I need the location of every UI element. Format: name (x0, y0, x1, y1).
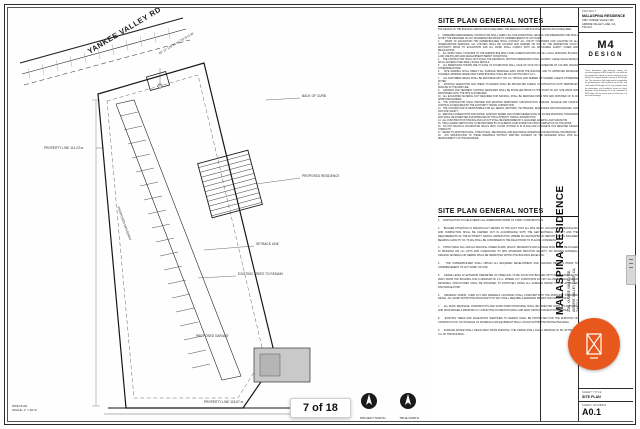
project-name-vertical: MALASPINA RESIDENCE (555, 185, 566, 315)
tb-sheet-title-label: SHEET TITLE (582, 390, 602, 394)
tb-disclaimer-text: These documents and drawings remain the … (585, 69, 628, 98)
tb-sheet-number-label: SHEET NUMBER (582, 404, 607, 407)
project-north-icon (361, 393, 377, 409)
project-north-label: PROJECT NORTH (360, 416, 386, 420)
slider-grip-line (629, 259, 633, 260)
tb-sheet-title-section: SHEET TITLE SITE PLAN (579, 387, 633, 402)
notes-bottom-title: SITE PLAN GENERAL NOTES (438, 208, 578, 217)
tb-sheet-title-value: SITE PLAN (582, 394, 601, 399)
annotation-property-line-east: PROPERTY LINE 118.57 m (204, 400, 244, 404)
true-north-label: TRUE NORTH (399, 416, 420, 420)
tb-project-name: MALASPINA RESIDENCE (582, 14, 626, 18)
stamp-mark-icon (586, 333, 602, 359)
annotation-proposed-garage: PROPOSED GARAGE (196, 334, 229, 338)
viewer-zoom-slider[interactable] (626, 255, 636, 285)
true-north-icon (400, 393, 417, 409)
page-indicator[interactable]: 7 of 18 (290, 398, 351, 418)
annotation-setback-line: SETBACK LINE (256, 242, 279, 246)
tb-bottom-group: SHEET TITLE SITE PLAN SHEET NUMBER A0.1 (579, 387, 633, 421)
site-plan-general-notes-bottom: SITE PLAN GENERAL NOTES 1. CONTRACTOR TO… (438, 208, 578, 337)
slider-grip-line (629, 267, 633, 268)
north-arrow-group: PROJECT NORTH TRUE NORTH (360, 392, 419, 420)
annotation-proposed-residence: PROPOSED RESIDENCE (302, 174, 340, 178)
annotation-property-line-west: PROPERTY LINE 114.23 m (44, 146, 84, 150)
site-plan-drawing: YANKEE VALLEY RD 49' 11" (15.21 m) TO R.… (8, 8, 432, 421)
tb-sheet-number-value: A0.1 (582, 407, 602, 417)
tb-project-section: PROJECT MALASPINA RESIDENCE 2381 YANKEE … (579, 8, 633, 33)
firm-logo-design: DESIGN (588, 51, 624, 58)
scale-note: SITE PLAN SCALE: 1" = 20'-0" (12, 404, 37, 412)
tb-firm-logo: M4 DESIGN (579, 33, 633, 65)
site-plan-vector (19, 17, 314, 415)
notes-bottom-body: 1. CONTRACTOR TO FIELD VERIFY ALL DIMENS… (438, 219, 578, 336)
scale-note-value: SCALE: 1" = 20'-0" (12, 408, 38, 412)
scale-note-title: SITE PLAN (12, 404, 28, 408)
site-plan-general-notes-top: SITE PLAN GENERAL NOTES THE DESIGN OF TH… (438, 18, 578, 141)
notes-top-title: SITE PLAN GENERAL NOTES (438, 18, 578, 27)
project-name-strip: MALASPINA RESIDENCE 2381 YANKEE VALLEY R… (540, 8, 580, 421)
tb-disclaimer-section: These documents and drawings remain the … (579, 65, 633, 103)
notes-top-body: THE DESIGN OF THE BUILDING CERTIFICATION… (438, 29, 578, 141)
approval-stamp (568, 318, 620, 370)
tb-project-label: PROJECT (582, 10, 597, 13)
annotation-back-of-curb: BACK OF CURB (302, 94, 326, 98)
tb-sheet-number-section: SHEET NUMBER A0.1 (579, 402, 633, 421)
title-block: PROJECT MALASPINA RESIDENCE 2381 YANKEE … (578, 8, 633, 421)
annotation-existing-trees: EXISTING TREES TO REMAIN (238, 272, 283, 276)
sheet-border-outer (4, 4, 636, 425)
slider-grip-line (629, 263, 633, 264)
tb-project-address: 2381 YANKEE VALLEY RD, AIRDRIE VALLEY LA… (582, 19, 616, 30)
firm-logo-m4: M4 (597, 38, 615, 51)
